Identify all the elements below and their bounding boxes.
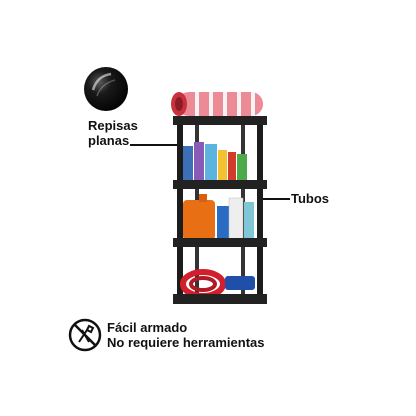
cleaning-bottles-row-1 [183, 142, 247, 180]
repisas-callout-line [130, 144, 178, 146]
tubos-callout-label: Tubos [291, 191, 330, 206]
assembly-caption-line2: No requiere herramientas [107, 335, 265, 350]
assembly-caption: Fácil armado No requiere herramientas [107, 320, 265, 350]
repisas-callout-label: Repisas planas [88, 118, 138, 148]
shelf-level-2 [173, 180, 267, 189]
rolled-towel [171, 92, 263, 116]
tubos-callout-line [260, 198, 290, 200]
shelf-level-1 [173, 116, 267, 125]
shelf-level-3 [173, 238, 267, 247]
shelf-product-image [171, 92, 267, 304]
assembly-caption-line1: Fácil armado [107, 320, 188, 335]
repisas-label-line1: Repisas [88, 118, 138, 133]
glossy-black-circle-icon [84, 67, 128, 111]
repisas-label-line2: planas [88, 133, 130, 148]
no-tools-icon [68, 318, 102, 352]
shelf-level-4 [173, 294, 267, 304]
